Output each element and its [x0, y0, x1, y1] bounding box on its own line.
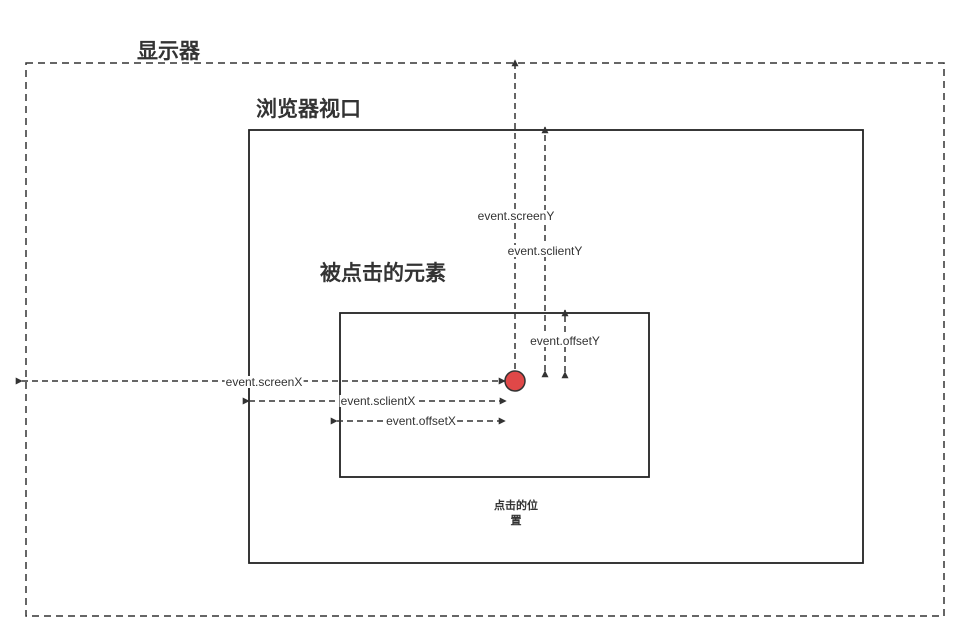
caption-line-2: 置	[510, 513, 522, 527]
click-position-caption: 点击的位 置	[476, 499, 556, 529]
viewport-frame	[248, 129, 864, 564]
offset-y-label: event.offsetY	[529, 334, 601, 348]
monitor-frame	[25, 62, 945, 617]
offset-x-label: event.offsetX	[385, 414, 457, 428]
monitor-title: 显示器	[137, 39, 200, 63]
screen-x-label: event.screenX	[224, 375, 304, 389]
click-point	[504, 370, 526, 392]
screen-y-label: event.screenY	[476, 209, 556, 223]
client-y-label: event.sclientY	[506, 244, 584, 258]
caption-line-1: 点击的位	[494, 499, 538, 512]
client-x-label: event.sclientX	[339, 394, 417, 408]
element-title: 被点击的元素	[320, 261, 446, 285]
viewport-title: 浏览器视口	[256, 97, 361, 121]
